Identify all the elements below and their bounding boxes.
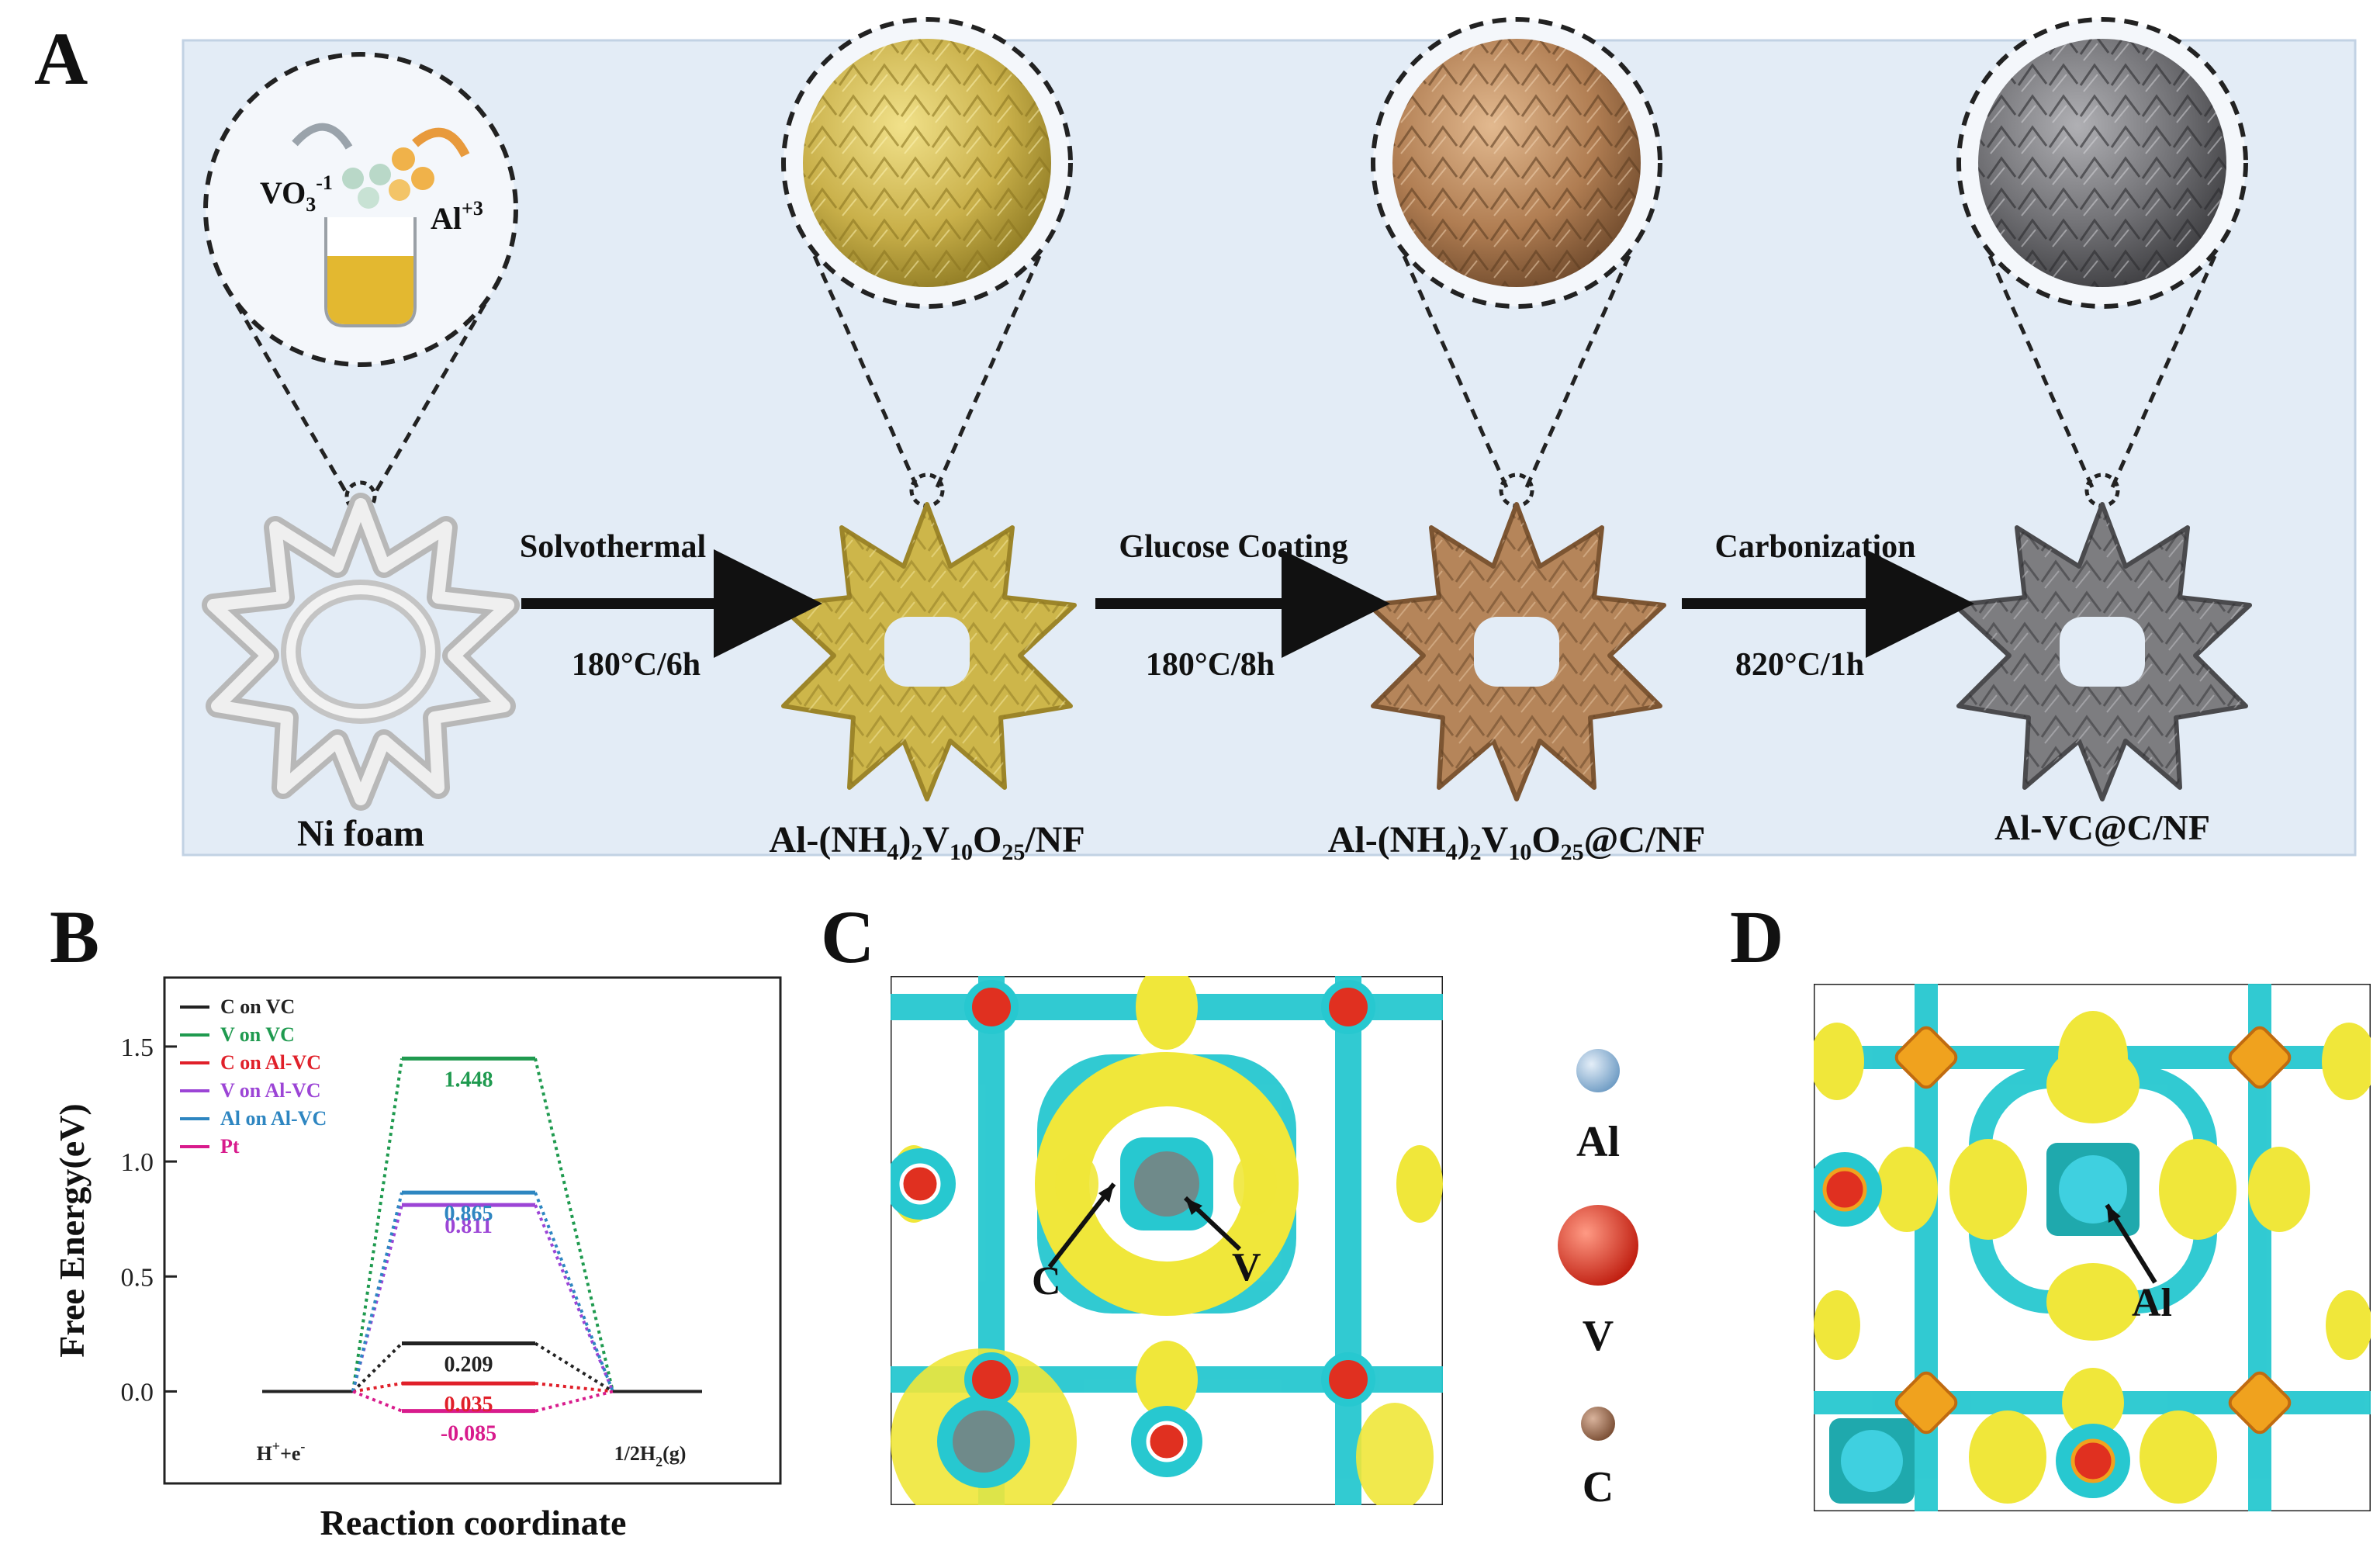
legend-label: Pt — [220, 1135, 240, 1158]
y-axis-ticks: 0.0 0.5 1.0 1.5 — [121, 1033, 177, 1407]
y-tick-label: 0.0 — [121, 1378, 154, 1407]
al-atom-icon — [1576, 1049, 1620, 1092]
legend-entry: C on VC — [180, 995, 295, 1018]
legend-label: C on VC — [220, 995, 295, 1018]
legend-label: V on Al-VC — [220, 1079, 321, 1102]
series-c-on-vc — [351, 1341, 614, 1393]
series-al-on-al-vc — [351, 1190, 614, 1393]
stage-label: Al-(NH4)2V10O25/NF — [769, 819, 1084, 865]
x-state-end-label: 1/2H2(g) — [614, 1442, 687, 1469]
panel-label-c: C — [821, 895, 875, 978]
step-name: Carbonization — [1714, 529, 1915, 565]
series-c-on-al-vc — [352, 1381, 614, 1393]
data-label: 0.811 — [445, 1214, 492, 1238]
series-connector — [352, 1390, 403, 1413]
energy-profiles — [262, 1056, 702, 1414]
data-label: 0.865 — [445, 1202, 493, 1226]
legend-entry: Al on Al-VC — [180, 1107, 327, 1130]
series-v-on-al-vc — [351, 1203, 614, 1393]
panel-label-d: D — [1730, 895, 1784, 978]
series-connector — [534, 1382, 614, 1393]
x-state-start-label: H++e- — [257, 1438, 306, 1465]
atom-label-c: C — [1032, 1259, 1061, 1303]
plot-frame — [163, 976, 782, 1485]
series-connector — [351, 1342, 403, 1393]
legend-entry-al: Al — [1576, 1049, 1620, 1166]
legend-entry: C on Al-VC — [180, 1051, 321, 1074]
step-glucose-coating: Glucose Coating 180°C/8h — [1095, 529, 1390, 683]
series-connector — [534, 1204, 614, 1393]
synthesis-scheme: VO3-1 Al+3 Ni foam Al-(NH4)2V10O25/NF — [182, 17, 2357, 865]
aluminum-ion-label: Al+3 — [431, 197, 483, 236]
y-tick-label: 0.5 — [121, 1263, 154, 1292]
vanadate-label: VO3-1 — [260, 171, 333, 216]
series-pt — [352, 1390, 614, 1414]
svg-text:V: V — [1583, 1312, 1614, 1360]
stage-ni-foam: VO3-1 Al+3 Ni foam — [206, 52, 516, 854]
legend-entry-c: C — [1581, 1407, 1615, 1511]
coated-foam-structure — [1955, 504, 2250, 799]
c-atom-icon — [1581, 1407, 1615, 1441]
svg-text:Al: Al — [1576, 1118, 1620, 1166]
legend-entry-v: V — [1558, 1205, 1638, 1360]
data-label: 0.035 — [445, 1393, 493, 1417]
pointer-arrow-icon — [1047, 1182, 1116, 1269]
series-connector — [534, 1057, 614, 1392]
flow-arrow-icon — [412, 127, 470, 157]
stage-label: Ni foam — [297, 813, 424, 854]
charge-density-vc: C V — [891, 976, 1443, 1505]
stage-vanadium-carbide: Al-VC@C/NF — [1955, 17, 2250, 847]
ni-foam-structure — [213, 504, 508, 799]
y-axis-label: Free Energy(eV) — [52, 1103, 92, 1357]
step-name: Glucose Coating — [1119, 529, 1347, 565]
svg-text:C: C — [1583, 1463, 1614, 1511]
beaker-icon — [324, 217, 417, 327]
c-atom-cluster — [891, 1148, 1202, 1477]
step-solvothermal: Solvothermal 180°C/6h — [520, 529, 822, 683]
series-connector — [351, 1204, 403, 1392]
legend-entry: Pt — [180, 1135, 240, 1158]
legend-label: C on Al-VC — [220, 1051, 321, 1074]
coated-foam-structure — [780, 504, 1074, 799]
coated-foam-structure — [1369, 504, 1664, 799]
panel-label-a: A — [34, 17, 88, 100]
series-connector — [351, 1192, 403, 1392]
atom-label-al: Al — [2132, 1281, 2172, 1325]
y-tick-label: 1.5 — [121, 1033, 154, 1062]
legend-entry: V on Al-VC — [180, 1079, 321, 1102]
c-atom-cluster — [1814, 1152, 2130, 1498]
series-connector — [534, 1341, 614, 1393]
step-condition: 180°C/6h — [572, 647, 701, 683]
data-label: -0.085 — [441, 1422, 496, 1446]
data-label: 0.209 — [445, 1353, 493, 1377]
chart-legend: C on VC V on VC C on Al-VC V on Al-VC Al on … — [180, 995, 327, 1158]
atom-legend: Al V C — [1558, 1049, 1638, 1511]
series-connector — [352, 1382, 403, 1393]
series-connector — [351, 1058, 403, 1392]
v-atom-icon — [1558, 1205, 1638, 1286]
legend-entry: V on VC — [180, 1023, 295, 1046]
step-condition: 180°C/8h — [1146, 647, 1275, 683]
step-carbonization: Carbonization 820°C/1h — [1682, 529, 1974, 683]
charge-density-al-vc: Al — [1814, 984, 2371, 1511]
v-atom — [1134, 1151, 1199, 1217]
legend-label: Al on Al-VC — [220, 1107, 327, 1130]
stage-ammonium-vanadate: Al-(NH4)2V10O25/NF — [769, 17, 1085, 865]
flow-arrow-icon — [292, 123, 353, 150]
series-connector — [534, 1192, 614, 1393]
stage-label: Al-VC@C/NF — [1994, 808, 2210, 847]
data-label: 1.448 — [445, 1068, 493, 1092]
y-tick-label: 1.0 — [121, 1148, 154, 1177]
panel-label-b: B — [50, 895, 100, 978]
legend-label: V on VC — [220, 1023, 295, 1046]
stage-carbon-coated: Al-(NH4)2V10O25@C/NF — [1328, 17, 1706, 865]
atom-label-v: V — [1232, 1245, 1261, 1289]
series-v-on-vc — [351, 1056, 614, 1392]
stage-label: Al-(NH4)2V10O25@C/NF — [1328, 819, 1706, 865]
step-name: Solvothermal — [520, 529, 706, 565]
x-axis-label: Reaction coordinate — [320, 1503, 627, 1542]
step-condition: 820°C/1h — [1735, 647, 1864, 683]
